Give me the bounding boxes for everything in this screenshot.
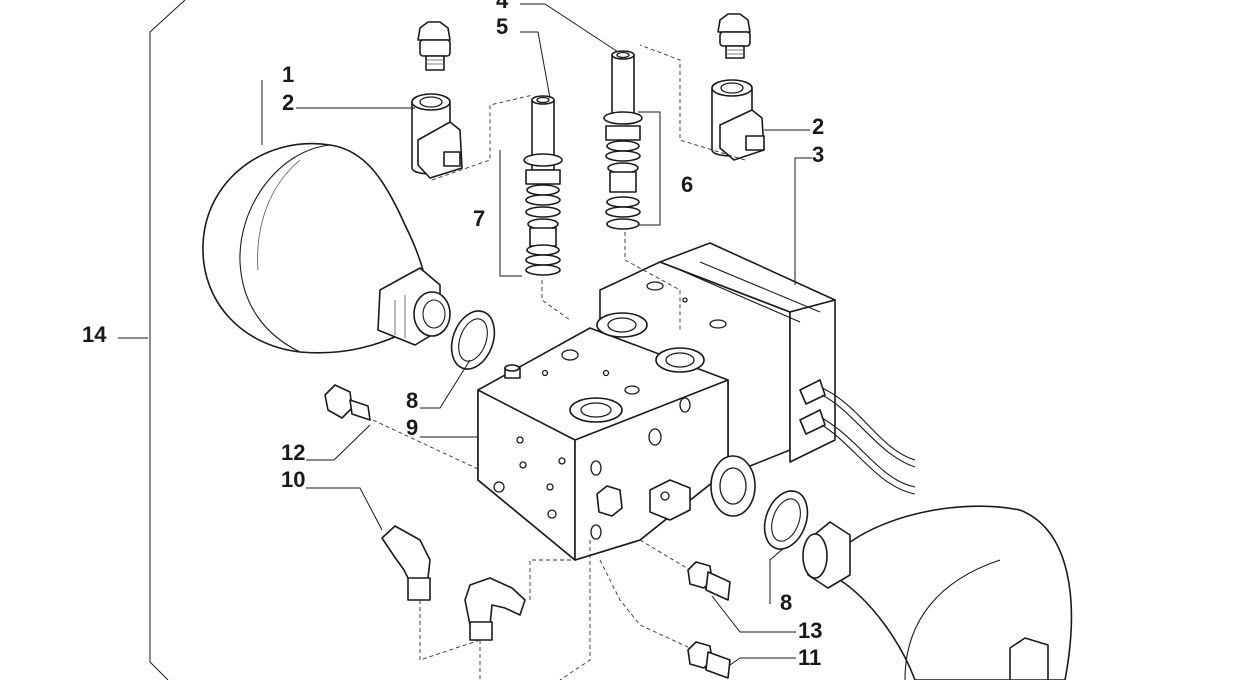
solenoid-coil-right <box>711 79 765 161</box>
callout-13: 13 <box>798 618 822 643</box>
accumulator-left <box>202 142 451 354</box>
leader-lines <box>261 3 812 666</box>
fitting-11 <box>687 641 731 679</box>
o-ring-right <box>763 490 809 550</box>
fitting-12 <box>324 384 371 421</box>
elbow-fitting-10b <box>464 577 526 641</box>
fitting-13 <box>687 561 731 601</box>
cartridge-valve-4 <box>603 50 643 230</box>
solenoid-cap-left <box>417 21 451 71</box>
valve-block <box>477 312 756 561</box>
callout-1: 1 <box>282 62 294 87</box>
callout-14: 14 <box>82 322 107 347</box>
o-ring-left <box>450 310 496 370</box>
solenoid-coil-left <box>411 93 463 179</box>
callout-8-right: 8 <box>780 590 792 615</box>
assembly-lines <box>372 44 746 680</box>
assembly-bracket <box>118 0 186 680</box>
callout-12: 12 <box>281 440 305 465</box>
callout-9: 9 <box>406 415 418 440</box>
callout-2-left: 2 <box>282 90 294 115</box>
elbow-fitting-10a <box>381 525 431 601</box>
accumulator-right <box>802 505 1073 680</box>
callout-5: 5 <box>496 14 508 39</box>
callout-3: 3 <box>812 142 824 167</box>
callout-4: 4 <box>496 0 509 13</box>
cartridge-valve-5 <box>523 95 563 276</box>
callout-10: 10 <box>281 467 305 492</box>
callout-labels: 1 2 2 3 4 5 6 7 8 8 9 10 11 12 13 14 <box>82 0 824 670</box>
solenoid-cap-right <box>717 13 751 59</box>
callout-2-right: 2 <box>812 114 824 139</box>
callout-8-left: 8 <box>406 388 418 413</box>
callout-6: 6 <box>681 172 693 197</box>
callout-11: 11 <box>798 645 821 670</box>
callout-7: 7 <box>473 206 485 231</box>
